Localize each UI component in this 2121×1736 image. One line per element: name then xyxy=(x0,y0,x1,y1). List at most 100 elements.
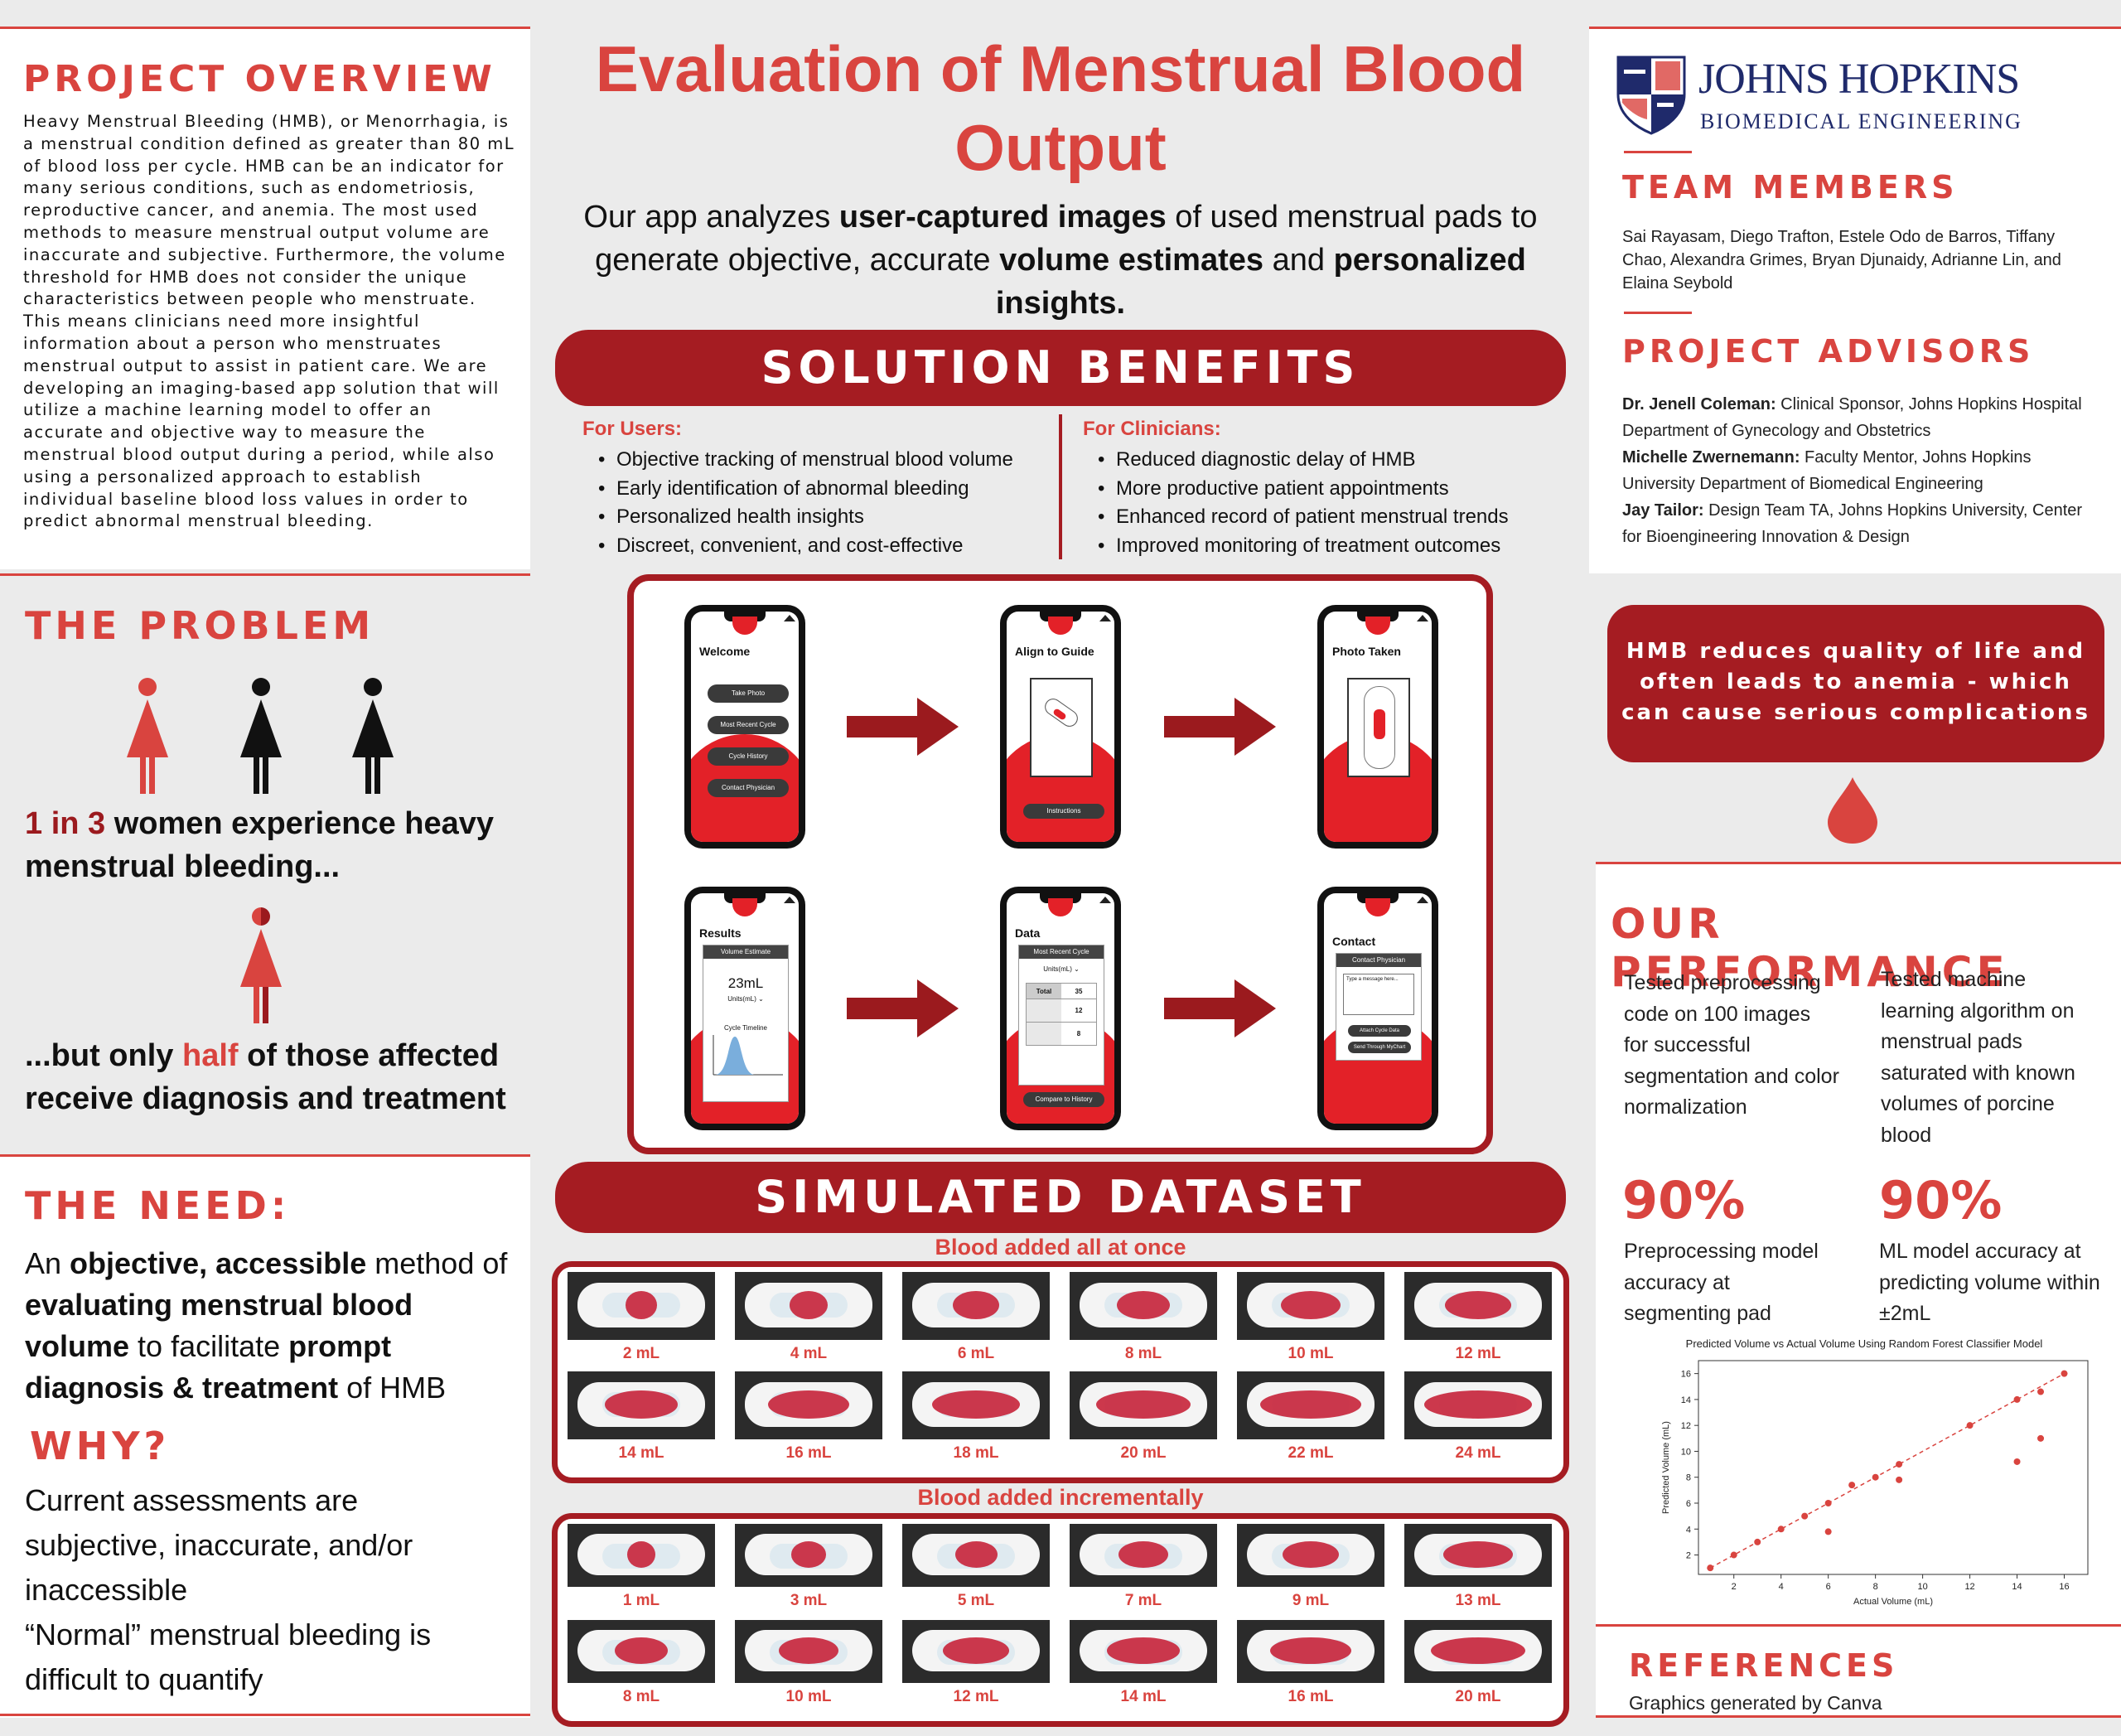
flow-arrow xyxy=(1164,698,1280,756)
pad-sample: 20 mL xyxy=(1070,1371,1217,1463)
y-tick-label: 4 xyxy=(1686,1525,1691,1535)
team-members: Sai Rayasam, Diego Trafton, Estele Odo d… xyxy=(1622,228,2061,293)
message-input[interactable]: Type a message here... xyxy=(1343,974,1414,1015)
cycle-history-button[interactable]: Cycle History xyxy=(708,747,789,766)
callout-text: HMB reduces quality of life and often le… xyxy=(1621,639,2090,725)
data-row-2: 8 xyxy=(1076,1030,1081,1037)
need-panel xyxy=(0,1154,530,1718)
pad-volume-label: 6 mL xyxy=(957,1345,995,1362)
x-tick-label: 6 xyxy=(1826,1582,1831,1592)
pad-sample: 18 mL xyxy=(902,1371,1050,1463)
take-photo-button[interactable]: Take Photo xyxy=(708,684,789,703)
pad-sample: 4 mL xyxy=(735,1272,882,1363)
x-tick-label: 10 xyxy=(1917,1582,1927,1592)
pad-volume-label: 8 mL xyxy=(1124,1345,1162,1362)
pad-image xyxy=(735,1272,882,1340)
instructions-button[interactable]: Instructions xyxy=(1023,804,1104,819)
pad-image xyxy=(568,1371,715,1439)
benefits-heading: SOLUTION BENEFITS xyxy=(761,341,1360,394)
volume-estimate-header: Volume Estimate xyxy=(703,945,788,959)
cycle-timeline-chart xyxy=(713,1035,783,1076)
flow-arrow xyxy=(847,698,963,756)
results-title: Results xyxy=(699,926,742,940)
phone-data-screen: Data Most Recent Cycle Units(mL) ⌄ Total… xyxy=(1000,887,1121,1130)
pad-image xyxy=(568,1524,715,1587)
y-tick-label: 10 xyxy=(1681,1447,1691,1457)
overview-divider xyxy=(0,27,530,29)
pad-sample: 13 mL xyxy=(1404,1524,1552,1610)
clinician-benefit-item: Enhanced record of patient menstrual tre… xyxy=(1098,503,1509,532)
data-point xyxy=(2037,1434,2045,1442)
need-heading: THE NEED: xyxy=(25,1183,291,1228)
data-point xyxy=(1824,1500,1832,1506)
poster-subtitle: Our app analyzes user-captured images of… xyxy=(555,196,1566,325)
send-mychart-button[interactable]: Send Through MyChart xyxy=(1348,1042,1411,1053)
pad-volume-label: 16 mL xyxy=(1288,1688,1334,1705)
clinician-benefit-item: Reduced diagnostic delay of HMB xyxy=(1098,446,1509,475)
user-benefit-item: Discreet, convenient, and cost-effective xyxy=(598,532,1013,561)
jhu-underline xyxy=(1624,151,1692,153)
contact-physician-button[interactable]: Contact Physician xyxy=(708,779,789,797)
attach-data-button[interactable]: Attach Cycle Data xyxy=(1348,1025,1411,1037)
units-select[interactable]: Units(mL) ⌄ xyxy=(727,995,764,1003)
advisor-item: Dr. Jenell Coleman: Clinical Sponsor, Jo… xyxy=(1622,391,2094,444)
why-point-1: Current assessments are subjective, inac… xyxy=(25,1483,413,1607)
callout-box xyxy=(1607,605,2104,762)
camera-guide-frame xyxy=(1030,678,1093,777)
need-part: An xyxy=(25,1246,70,1280)
pad-sample: 14 mL xyxy=(568,1371,715,1463)
performance-divider xyxy=(1596,862,2121,864)
recent-cycle-button[interactable]: Most Recent Cycle xyxy=(708,716,789,734)
pad-image xyxy=(1237,1272,1384,1340)
home-icon xyxy=(784,897,795,903)
data-point xyxy=(1872,1473,1879,1481)
x-tick-label: 4 xyxy=(1779,1582,1784,1592)
user-benefit-item: Objective tracking of menstrual blood vo… xyxy=(598,446,1013,475)
subtitle-part: and xyxy=(1263,243,1334,278)
data-point xyxy=(2013,1458,2021,1465)
results-card: Volume Estimate 23mL Units(mL) ⌄ Cycle T… xyxy=(703,945,789,1102)
pad-volume-label: 1 mL xyxy=(622,1592,660,1609)
advisor-item: Jay Tailor: Design Team TA, Johns Hopkin… xyxy=(1622,497,2094,550)
pad-image xyxy=(1404,1371,1552,1439)
stat-2-text-a: ...but only xyxy=(25,1038,182,1073)
pad-image xyxy=(1237,1524,1384,1587)
recent-cycle-header: Most Recent Cycle xyxy=(1019,945,1104,959)
y-tick-label: 8 xyxy=(1686,1473,1691,1483)
users-heading: For Users: xyxy=(582,418,683,440)
stat-2-highlight: half xyxy=(181,1038,239,1073)
pad-image xyxy=(1404,1620,1552,1683)
pad-sample: 20 mL xyxy=(1404,1620,1552,1706)
stat-2-text-c: of those affected receive diagnosis and … xyxy=(25,1038,506,1116)
pad-volume-label: 20 mL xyxy=(1120,1444,1167,1462)
y-axis-label: Predicted Volume (mL) xyxy=(1661,1421,1671,1514)
contact-card: Contact Physician Type a message here...… xyxy=(1336,953,1422,1061)
pad-sample: 6 mL xyxy=(902,1272,1050,1363)
data-point xyxy=(2013,1395,2021,1403)
pad-volume-label: 22 mL xyxy=(1288,1444,1334,1462)
problem-divider xyxy=(0,573,530,576)
data-point xyxy=(1896,1476,1903,1483)
pad-image xyxy=(735,1620,882,1683)
chart-title: Predicted Volume vs Actual Volume Using … xyxy=(1685,1337,2043,1350)
overview-heading: PROJECT OVERVIEW xyxy=(23,58,496,100)
pad-sample: 8 mL xyxy=(1070,1272,1217,1363)
pad-volume-label: 20 mL xyxy=(1455,1688,1501,1705)
dataset-inc-label: Blood added incrementally xyxy=(917,1485,1204,1510)
pad-image xyxy=(1404,1524,1552,1587)
need-part: prompt diagnosis & treatment xyxy=(25,1329,392,1405)
data-units-select[interactable]: Units(mL) ⌄ xyxy=(1043,965,1080,973)
trend-line xyxy=(1709,1372,2065,1569)
clinicians-benefits-list: Reduced diagnostic delay of HMBMore prod… xyxy=(1098,446,1509,560)
total-value: 35 xyxy=(1075,988,1083,995)
need-part: of HMB xyxy=(338,1371,447,1405)
pad-volume-label: 14 mL xyxy=(618,1444,664,1462)
team-underline xyxy=(1624,312,1692,314)
compare-history-button[interactable]: Compare to History xyxy=(1023,1092,1104,1107)
advisor-name: Dr. Jenell Coleman: xyxy=(1622,395,1776,413)
woman-icon-black xyxy=(352,678,394,794)
stat-1-highlight: 1 in 3 xyxy=(25,806,106,841)
problem-stat-1: 1 in 3 women experience heavy menstrual … xyxy=(25,802,522,888)
pad-volume-label: 16 mL xyxy=(785,1444,832,1462)
